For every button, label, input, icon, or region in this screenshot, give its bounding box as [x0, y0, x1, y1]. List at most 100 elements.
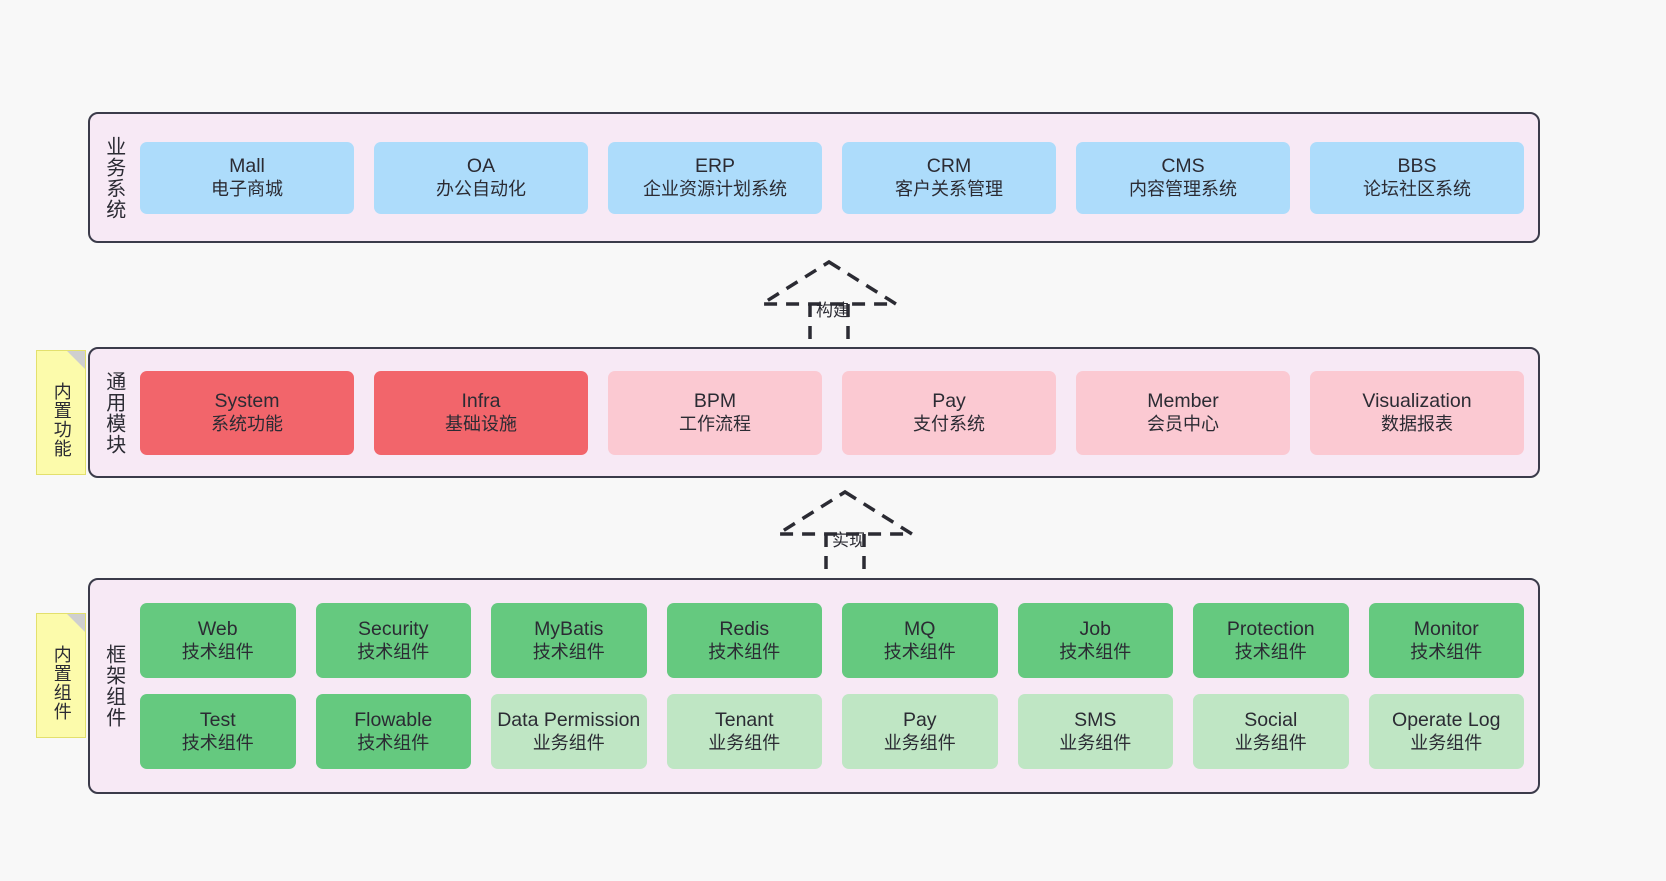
- card-subtitle: 技术组件: [1059, 642, 1132, 663]
- card-title: MQ: [904, 617, 936, 640]
- card-redis[interactable]: Redis 技术组件: [666, 603, 822, 678]
- card-subtitle: 技术组件: [883, 642, 956, 663]
- card-test[interactable]: Test 技术组件: [140, 694, 296, 769]
- note-builtin-component: 内置组件: [36, 613, 86, 738]
- connector-build-arrow: 构建: [754, 258, 904, 346]
- card-title: BBS: [1397, 154, 1437, 177]
- card-subtitle: 技术组件: [708, 642, 781, 663]
- card-subtitle: 客户关系管理: [895, 179, 1003, 200]
- card-subtitle: 业务组件: [1234, 733, 1307, 754]
- card-mybatis[interactable]: MyBatis 技术组件: [491, 603, 647, 678]
- card-sms[interactable]: SMS 业务组件: [1017, 694, 1173, 769]
- card-row: System 系统功能 Infra 基础设施 BPM 工作流程 Pay 支付系统…: [140, 370, 1524, 455]
- card-title: Protection: [1226, 617, 1315, 640]
- card-title: Member: [1147, 389, 1219, 412]
- card-row: Web 技术组件 Security 技术组件 MyBatis 技术组件 Redi…: [140, 603, 1524, 678]
- card-title: Tenant: [714, 708, 774, 731]
- card-crm[interactable]: CRM 客户关系管理: [842, 141, 1056, 214]
- layer-business-system-title: 业务系统: [102, 135, 125, 220]
- card-job[interactable]: Job 技术组件: [1017, 603, 1173, 678]
- card-tenant[interactable]: Tenant 业务组件: [666, 694, 822, 769]
- card-row: Mall 电子商城 OA 办公自动化 ERP 企业资源计划系统 CRM 客户关系…: [140, 141, 1524, 214]
- connector-realize-label: 实现: [832, 531, 866, 550]
- card-subtitle: 业务组件: [1059, 733, 1132, 754]
- card-title: MyBatis: [534, 617, 604, 640]
- card-subtitle: 技术组件: [1234, 642, 1307, 663]
- card-subtitle: 技术组件: [181, 642, 254, 663]
- card-title: System: [214, 389, 280, 412]
- card-title: BPM: [693, 389, 737, 412]
- card-title: CRM: [926, 154, 972, 177]
- connector-build-label: 构建: [816, 301, 850, 320]
- card-subtitle: 技术组件: [357, 642, 430, 663]
- card-bpm[interactable]: BPM 工作流程: [608, 370, 822, 455]
- card-pay[interactable]: Pay 支付系统: [842, 370, 1056, 455]
- card-protection[interactable]: Protection 技术组件: [1193, 603, 1349, 678]
- card-subtitle: 办公自动化: [436, 179, 526, 200]
- card-title: Redis: [719, 617, 770, 640]
- layer-common-module-body: System 系统功能 Infra 基础设施 BPM 工作流程 Pay 支付系统…: [136, 349, 1538, 476]
- card-subtitle: 业务组件: [883, 733, 956, 754]
- card-subtitle: 系统功能: [211, 414, 283, 435]
- card-title: OA: [466, 154, 496, 177]
- hollow-triangle-icon: [755, 259, 903, 306]
- card-title: Infra: [461, 389, 501, 412]
- connector-realize-arrow: 实现: [770, 488, 920, 576]
- card-title: Operate Log: [1392, 708, 1501, 731]
- card-monitor[interactable]: Monitor 技术组件: [1368, 603, 1524, 678]
- card-social[interactable]: Social 业务组件: [1193, 694, 1349, 769]
- dashed-stem-icon: [808, 304, 850, 346]
- card-title: Web: [197, 617, 238, 640]
- card-subtitle: 技术组件: [1410, 642, 1483, 663]
- card-mq[interactable]: MQ 技术组件: [842, 603, 998, 678]
- note-text: 内置组件: [51, 644, 72, 721]
- card-subtitle: 企业资源计划系统: [643, 179, 787, 200]
- card-title: Test: [199, 708, 236, 731]
- card-erp[interactable]: ERP 企业资源计划系统: [608, 141, 822, 214]
- card-oa[interactable]: OA 办公自动化: [374, 141, 588, 214]
- layer-business-system-body: Mall 电子商城 OA 办公自动化 ERP 企业资源计划系统 CRM 客户关系…: [136, 114, 1538, 241]
- card-subtitle: 基础设施: [445, 414, 517, 435]
- card-visualization[interactable]: Visualization 数据报表: [1310, 370, 1524, 455]
- layer-common-module: 通用模块 System 系统功能 Infra 基础设施 BPM 工作流程 Pay…: [88, 347, 1540, 478]
- card-subtitle: 论坛社区系统: [1363, 179, 1471, 200]
- card-title: Pay: [932, 389, 966, 412]
- card-subtitle: 技术组件: [181, 733, 254, 754]
- card-title: Job: [1079, 617, 1111, 640]
- card-subtitle: 会员中心: [1147, 414, 1219, 435]
- card-subtitle: 技术组件: [532, 642, 605, 663]
- card-title: Security: [358, 617, 429, 640]
- card-system[interactable]: System 系统功能: [140, 370, 354, 455]
- card-web[interactable]: Web 技术组件: [140, 603, 296, 678]
- card-cms[interactable]: CMS 内容管理系统: [1076, 141, 1290, 214]
- card-subtitle: 技术组件: [357, 733, 430, 754]
- card-title: Data Permission: [497, 708, 641, 731]
- card-title: Mall: [229, 154, 265, 177]
- dashed-stem-icon: [824, 534, 866, 576]
- layer-framework-component-body: Web 技术组件 Security 技术组件 MyBatis 技术组件 Redi…: [136, 580, 1538, 792]
- hollow-triangle-icon: [771, 489, 919, 536]
- card-subtitle: 数据报表: [1381, 414, 1453, 435]
- card-subtitle: 业务组件: [708, 733, 781, 754]
- card-title: Monitor: [1413, 617, 1479, 640]
- card-subtitle: 业务组件: [532, 733, 605, 754]
- card-bbs[interactable]: BBS 论坛社区系统: [1310, 141, 1524, 214]
- card-title: Pay: [902, 708, 937, 731]
- card-title: CMS: [1161, 154, 1205, 177]
- card-data-permission[interactable]: Data Permission 业务组件: [491, 694, 647, 769]
- card-mall[interactable]: Mall 电子商城: [140, 141, 354, 214]
- card-security[interactable]: Security 技术组件: [315, 603, 471, 678]
- card-subtitle: 电子商城: [211, 179, 283, 200]
- card-infra[interactable]: Infra 基础设施: [374, 370, 588, 455]
- card-member[interactable]: Member 会员中心: [1076, 370, 1290, 455]
- card-pay-business[interactable]: Pay 业务组件: [842, 694, 998, 769]
- card-subtitle: 工作流程: [679, 414, 751, 435]
- layer-business-system: 业务系统 Mall 电子商城 OA 办公自动化 ERP 企业资源计划系统 CRM…: [88, 112, 1540, 243]
- card-operate-log[interactable]: Operate Log 业务组件: [1368, 694, 1524, 769]
- note-text: 内置功能: [51, 381, 72, 458]
- card-row: Test 技术组件 Flowable 技术组件 Data Permission …: [140, 694, 1524, 769]
- layer-common-module-title: 通用模块: [102, 370, 125, 455]
- layer-framework-component-title: 框架组件: [102, 644, 125, 728]
- card-flowable[interactable]: Flowable 技术组件: [315, 694, 471, 769]
